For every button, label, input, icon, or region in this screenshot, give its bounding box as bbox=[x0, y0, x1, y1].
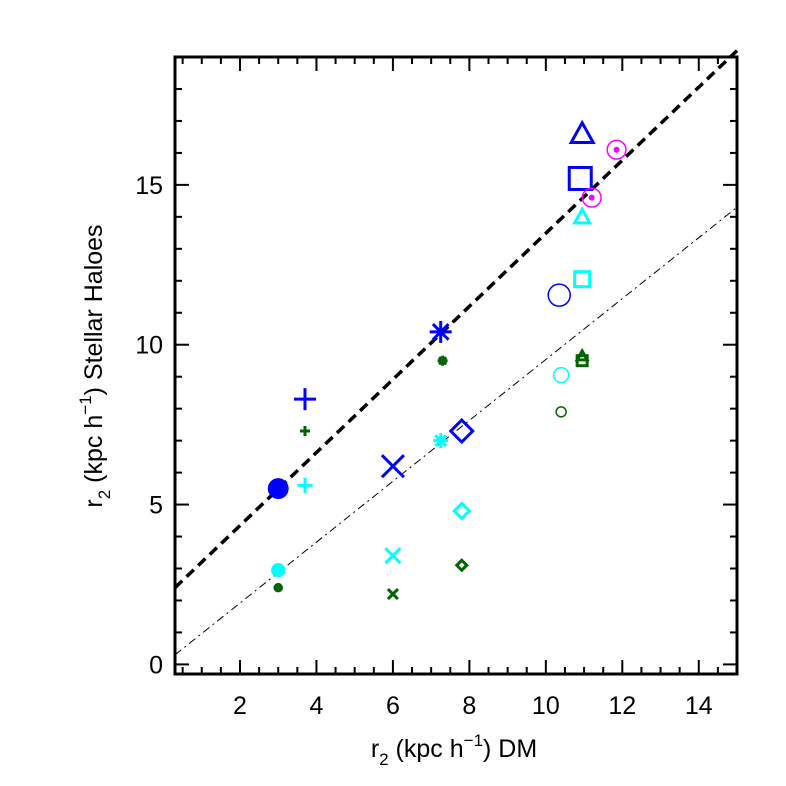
marker-shape bbox=[297, 477, 313, 493]
data-point-dotted-circle bbox=[581, 187, 602, 208]
marker-shape bbox=[267, 478, 289, 500]
data-point-diamond bbox=[452, 501, 472, 521]
y-axis-title: r2 (kpc h−1) Stellar Haloes bbox=[76, 224, 114, 507]
marker-shape bbox=[299, 426, 310, 437]
marker-shape bbox=[567, 165, 593, 191]
marker-shape bbox=[572, 206, 593, 225]
marker-shape bbox=[547, 283, 571, 307]
tick-labels: 2 4 6 8 10 12 14 0 5 10 15 bbox=[135, 172, 713, 720]
data-points bbox=[267, 119, 627, 601]
marker-shape bbox=[452, 501, 472, 521]
marker-shape bbox=[273, 582, 283, 593]
x-tick-label: 12 bbox=[608, 692, 636, 720]
data-point-plus bbox=[293, 388, 316, 411]
marker-shape bbox=[568, 119, 596, 145]
y-tick-label: 15 bbox=[135, 172, 163, 200]
marker-shape bbox=[581, 187, 602, 208]
dash-dot-fit-line bbox=[174, 206, 738, 656]
data-point-open-circle bbox=[555, 406, 567, 418]
marker-shape bbox=[555, 406, 567, 418]
marker-dot bbox=[588, 194, 595, 201]
dashed-fit-line bbox=[173, 49, 739, 589]
data-point-triangle bbox=[568, 119, 596, 145]
y-tick-label: 5 bbox=[149, 492, 163, 520]
data-point-diamond bbox=[454, 558, 469, 573]
marker-shape bbox=[271, 562, 286, 578]
marker-shape bbox=[573, 270, 592, 289]
marker-shape bbox=[454, 558, 469, 573]
marker-shape bbox=[293, 388, 316, 411]
data-point-filled-circle bbox=[271, 562, 286, 578]
marker-shape bbox=[575, 354, 589, 368]
data-point-cross bbox=[386, 588, 399, 601]
data-point-open-circle bbox=[547, 283, 571, 307]
x-tick-label: 4 bbox=[310, 692, 324, 720]
y-tick-label: 10 bbox=[135, 332, 163, 360]
data-point-dotted-circle bbox=[606, 139, 627, 160]
marker-shape bbox=[552, 366, 570, 384]
marker-shape bbox=[380, 454, 405, 479]
data-point-square bbox=[575, 354, 589, 368]
marker-shape bbox=[386, 588, 399, 601]
x-tick-label: 6 bbox=[386, 692, 400, 720]
data-point-diamond bbox=[448, 417, 475, 445]
fit-lines bbox=[173, 49, 739, 656]
data-point-square bbox=[567, 165, 593, 191]
x-axis-title: r2 (kpc h−1) DM bbox=[371, 731, 537, 769]
data-point-plus bbox=[299, 426, 310, 437]
x-tick-label: 8 bbox=[462, 692, 476, 720]
data-point-open-circle bbox=[552, 366, 570, 384]
data-point-plus bbox=[297, 477, 313, 493]
data-point-square bbox=[573, 270, 592, 289]
marker-shape bbox=[448, 417, 475, 445]
axis-ticks bbox=[175, 56, 738, 674]
marker-shape bbox=[606, 139, 627, 160]
marker-dot bbox=[613, 146, 620, 153]
data-point-asterisk bbox=[429, 320, 452, 343]
data-point-filled-circle bbox=[267, 478, 289, 500]
data-point-cross bbox=[384, 547, 402, 565]
marker-shape bbox=[384, 547, 402, 565]
x-tick-label: 2 bbox=[233, 692, 247, 720]
data-point-triangle bbox=[572, 206, 593, 225]
y-tick-label: 0 bbox=[149, 651, 163, 679]
x-tick-label: 14 bbox=[685, 692, 713, 720]
plot-frame bbox=[173, 55, 739, 676]
data-point-cross bbox=[380, 454, 405, 479]
data-point-asterisk bbox=[433, 433, 449, 449]
x-tick-label: 10 bbox=[532, 692, 560, 720]
data-point-filled-circle bbox=[273, 582, 283, 593]
data-point-asterisk bbox=[437, 355, 448, 366]
